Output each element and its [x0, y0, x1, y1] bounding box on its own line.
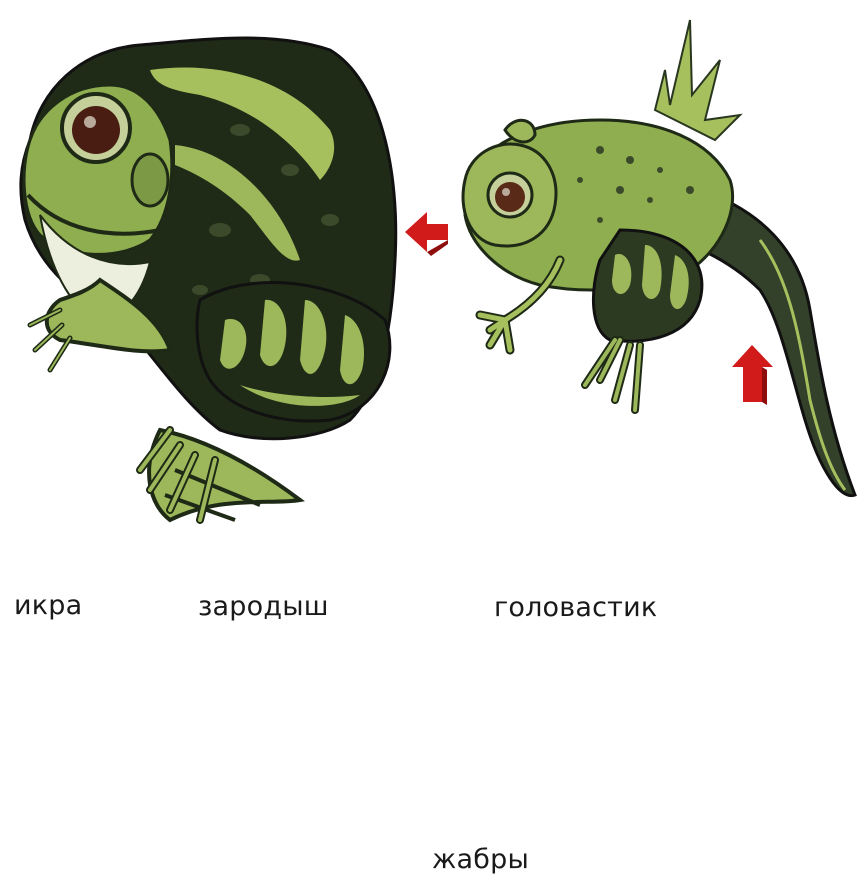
label-eggs: икра: [14, 592, 82, 619]
label-gills: жабры: [432, 846, 529, 873]
label-embryo: зародыш: [198, 593, 329, 620]
arrow-up-icon: [732, 345, 773, 405]
adult-frog-icon: [21, 38, 396, 520]
froglet-icon: [463, 20, 855, 496]
arrow-left-icon: [405, 212, 448, 256]
label-tadpole: головастик: [494, 594, 657, 621]
